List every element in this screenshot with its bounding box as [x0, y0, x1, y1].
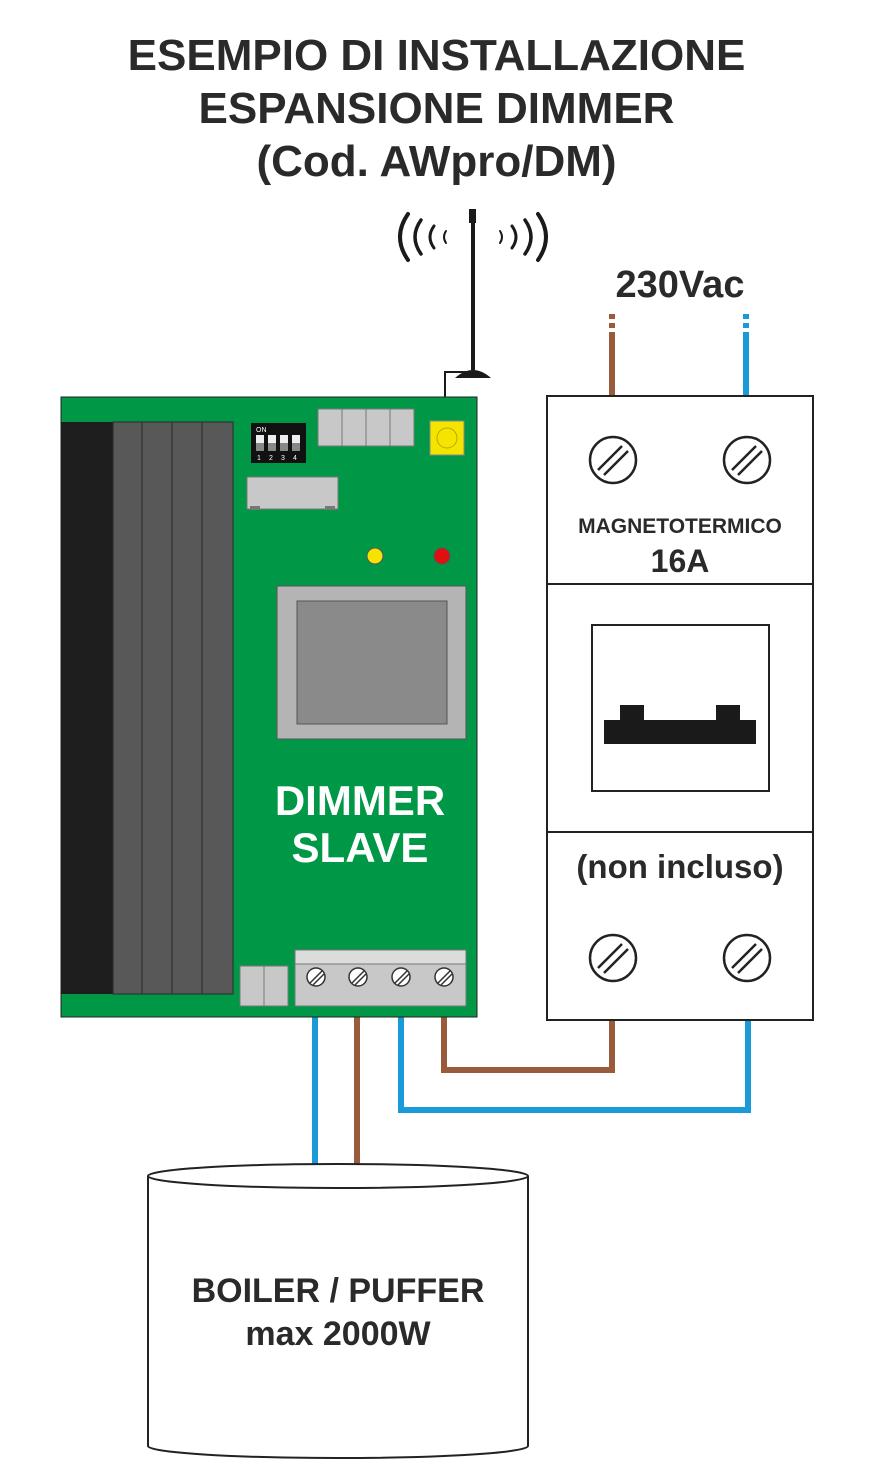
breaker-switch[interactable] — [591, 624, 770, 792]
antenna-rod — [471, 222, 475, 370]
supply-wire-brown — [609, 332, 615, 398]
dimmer-label-line-1: DIMMER — [274, 777, 446, 824]
phase-wire-brown — [441, 1005, 615, 1073]
header-connector — [246, 476, 339, 510]
title-line-2: ESPANSIONE DIMMER — [198, 84, 675, 133]
output-wires — [312, 1005, 751, 1168]
title-line-1: ESEMPIO DI INSTALLAZIONE — [127, 31, 746, 80]
dip-switch[interactable]: ON 1 2 3 4 — [251, 423, 306, 463]
breaker-screws-top — [588, 435, 772, 485]
title-line-3: (Cod. AWpro/DM) — [256, 137, 617, 186]
supply-wires — [609, 314, 749, 398]
radio-waves-icon — [398, 212, 548, 262]
transformer — [276, 585, 467, 740]
antenna — [444, 209, 491, 425]
heatsink-base — [61, 422, 113, 994]
load-label-line-2: max 2000W — [245, 1315, 431, 1353]
dip-on-label: ON — [256, 427, 267, 434]
load-label-line-1: BOILER / PUFFER — [191, 1272, 485, 1310]
supply-wire-blue — [743, 332, 749, 398]
top-connector — [317, 408, 415, 447]
neutral-wire-blue — [398, 1005, 751, 1113]
dimmer-board: ON 1 2 3 4 — [60, 396, 478, 1018]
led-red — [433, 547, 451, 565]
led-yellow — [366, 547, 384, 565]
svg-text:4: 4 — [293, 455, 297, 462]
boiler-tank — [147, 1163, 529, 1459]
heatsink-fins — [112, 421, 234, 995]
svg-text:1: 1 — [257, 455, 261, 462]
terminal-block — [294, 949, 467, 1007]
breaker-rating: 16A — [650, 543, 710, 579]
supply-voltage-label: 230Vac — [615, 264, 745, 306]
circuit-breaker — [546, 395, 814, 1021]
breaker-label: MAGNETOTERMICO — [578, 515, 782, 538]
breaker-note: (non incluso) — [576, 848, 784, 885]
dimmer-label-line-2: SLAVE — [291, 824, 429, 871]
breaker-screws-bottom — [588, 933, 772, 983]
antenna-tip — [469, 209, 476, 223]
svg-text:2: 2 — [269, 455, 273, 462]
aux-connector — [239, 965, 289, 1007]
svg-text:3: 3 — [281, 455, 285, 462]
